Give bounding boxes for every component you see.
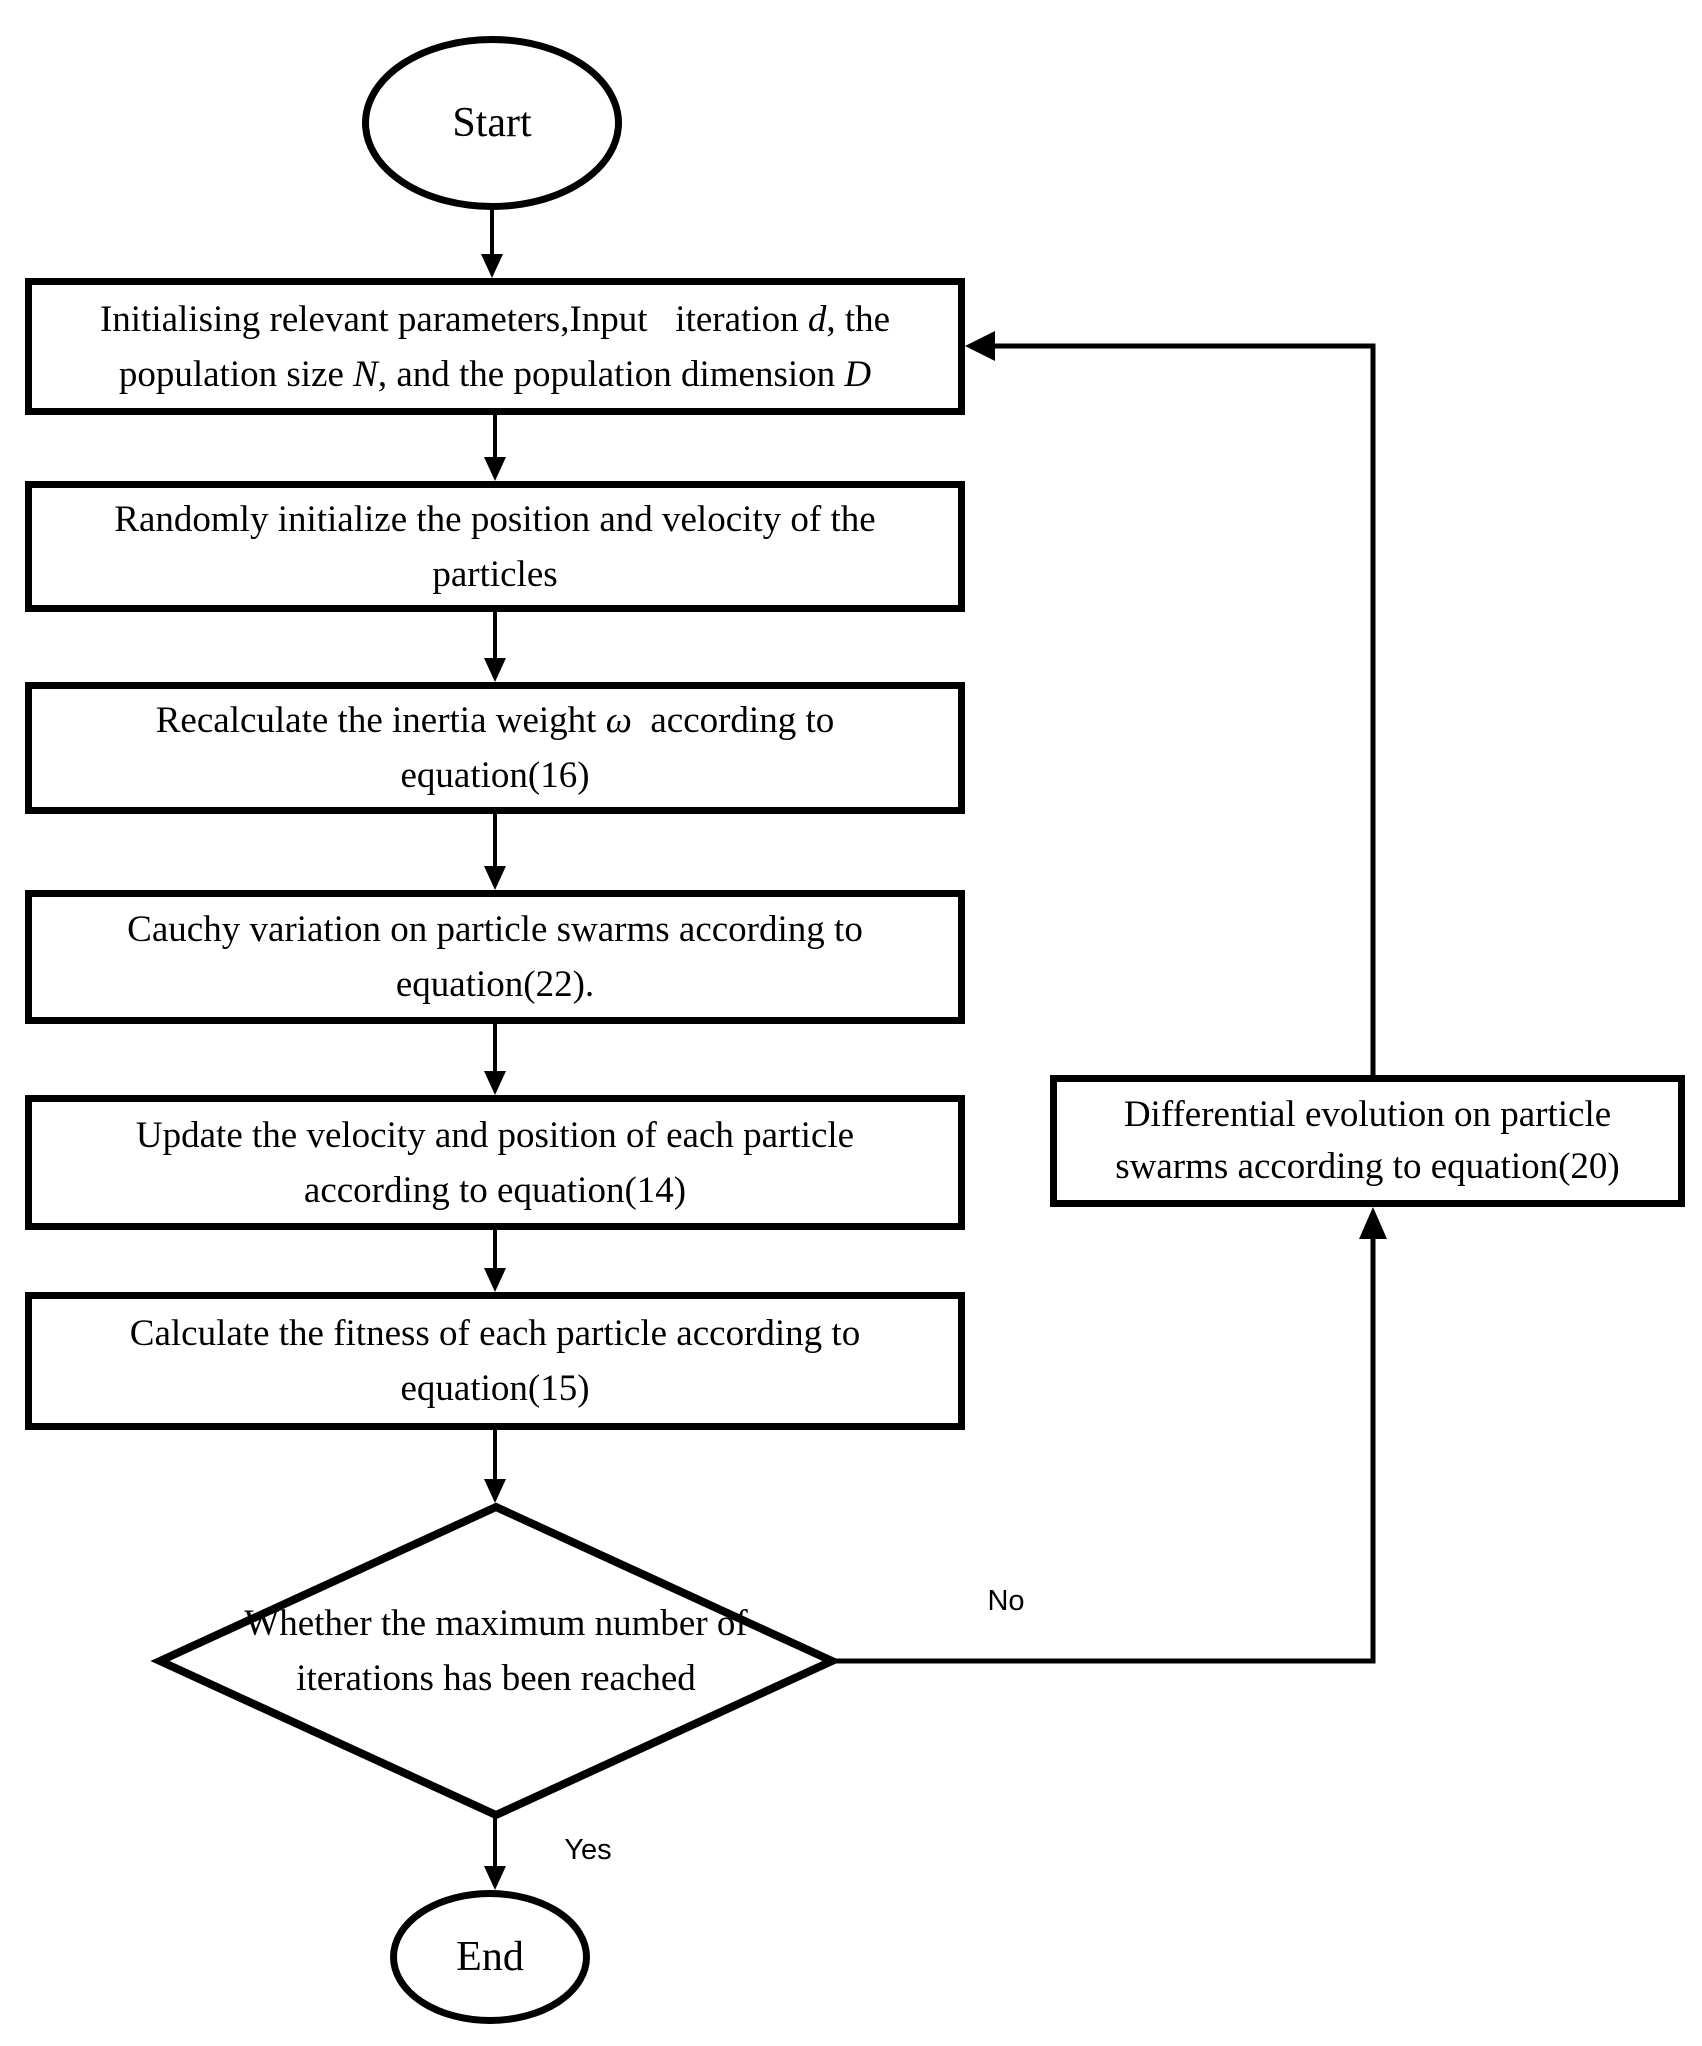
arrowhead-start-to-init (481, 254, 503, 278)
arrowhead-up-into-diffevo (1359, 1207, 1387, 1239)
random-init-rect (25, 481, 965, 612)
no-label: No (987, 1585, 1025, 1617)
update-velocity-rect (25, 1095, 965, 1230)
inertia-weight-rect (25, 682, 965, 814)
edge-feedback-path (989, 343, 1376, 1075)
arrowhead-random-to-inertia (484, 658, 506, 682)
arrowhead-init-to-random (484, 457, 506, 481)
arrowhead-update-to-fitness (484, 1268, 506, 1292)
edge-no-path (836, 1237, 1376, 1664)
yes-label: Yes (564, 1834, 612, 1866)
max-iterations-diamond (150, 1502, 842, 1820)
arrowhead-inertia-to-cauchy (484, 866, 506, 890)
arrowhead-cauchy-to-update (484, 1071, 506, 1095)
init-params-rect (25, 278, 965, 415)
start-ellipse (362, 36, 622, 210)
calc-fitness-rect (25, 1292, 965, 1430)
cauchy-variation-rect (25, 890, 965, 1024)
differential-evolution-rect (1050, 1075, 1685, 1207)
arrowhead-fitness-to-decision (484, 1479, 506, 1503)
arrowhead-left-into-init (965, 331, 995, 361)
end-ellipse (390, 1890, 590, 2024)
arrowhead-yes-to-end (484, 1866, 506, 1890)
